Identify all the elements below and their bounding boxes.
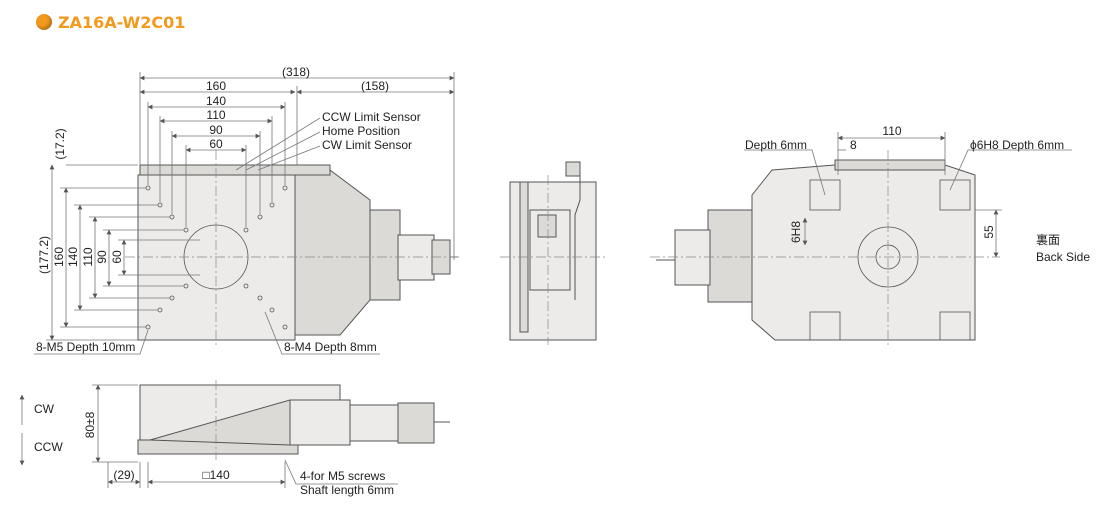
front-connector [537,214,557,238]
label-m5-screws: 4-for M5 screws [300,469,385,483]
label-m5-holes: 8-M5 Depth 10mm [36,340,135,354]
vdim-90: 90 [95,250,109,264]
label-phi-6h8: ϕ6H8 Depth 6mm [970,138,1064,152]
side-motor-cap [397,402,435,444]
dim-60: 60 [209,137,223,151]
side-motor-flange [289,399,351,446]
back-body [751,164,976,341]
vdim-140: 140 [66,247,80,267]
back-motor [674,229,711,286]
vdim-160: 160 [52,247,66,267]
vdim-60: 60 [110,250,124,264]
label-ccw-sensor: CCW Limit Sensor [322,110,421,124]
back-flange [707,209,754,303]
housing [291,169,371,336]
motor-body [397,234,435,281]
back-top-rail [834,159,946,171]
top-view: (318) 160 (158) 140 110 90 60 CCW Limit … [34,65,460,355]
side-dim-140: □140 [202,468,230,482]
side-motor [349,404,401,442]
header: ZA16A-W2C01 [36,10,185,34]
back-view: 110 8 Depth 6mm ϕ6H8 Depth 6mm 6H8 55 裏面… [650,124,1090,345]
front-view [500,161,605,345]
label-cw: CW [34,402,55,416]
dim-overall: (318) [282,65,310,79]
back-dim-6h8: 6H8 [789,221,803,243]
back-dim-55: 55 [982,225,996,239]
stage-body [137,174,296,341]
back-dim-8: 8 [850,138,857,152]
side-dim-height: 80±8 [83,411,97,438]
dim-17-2: (17.2) [53,128,67,159]
page-title: ZA16A-W2C01 [58,12,186,32]
vdim-177-2: (177.2) [37,236,51,274]
vdim-110: 110 [81,247,95,266]
label-depth-6mm: Depth 6mm [745,138,807,152]
top-rail [139,164,331,176]
label-shaft-length: Shaft length 6mm [300,483,394,497]
label-ccw: CCW [34,440,63,454]
dim-140: 140 [206,94,226,108]
side-dim-29: (29) [113,468,134,482]
dim-158: (158) [361,79,389,93]
label-back-side-en: Back Side [1036,250,1090,264]
bullet-icon [36,14,52,30]
label-cw-sensor: CW Limit Sensor [322,138,412,152]
dim-160: 160 [206,79,226,93]
front-cap [565,161,581,177]
label-m4-holes: 8-M4 Depth 8mm [284,340,377,354]
mounting-holes [145,185,288,330]
side-view: CW CCW 80±8 (29) □140 4-for M5 screws Sh… [19,380,450,497]
label-home-position: Home Position [322,124,400,138]
dim-110: 110 [206,108,225,122]
back-dim-110: 110 [882,124,901,138]
dim-90: 90 [209,123,223,137]
label-back-side-jp: 裏面 [1036,232,1060,247]
